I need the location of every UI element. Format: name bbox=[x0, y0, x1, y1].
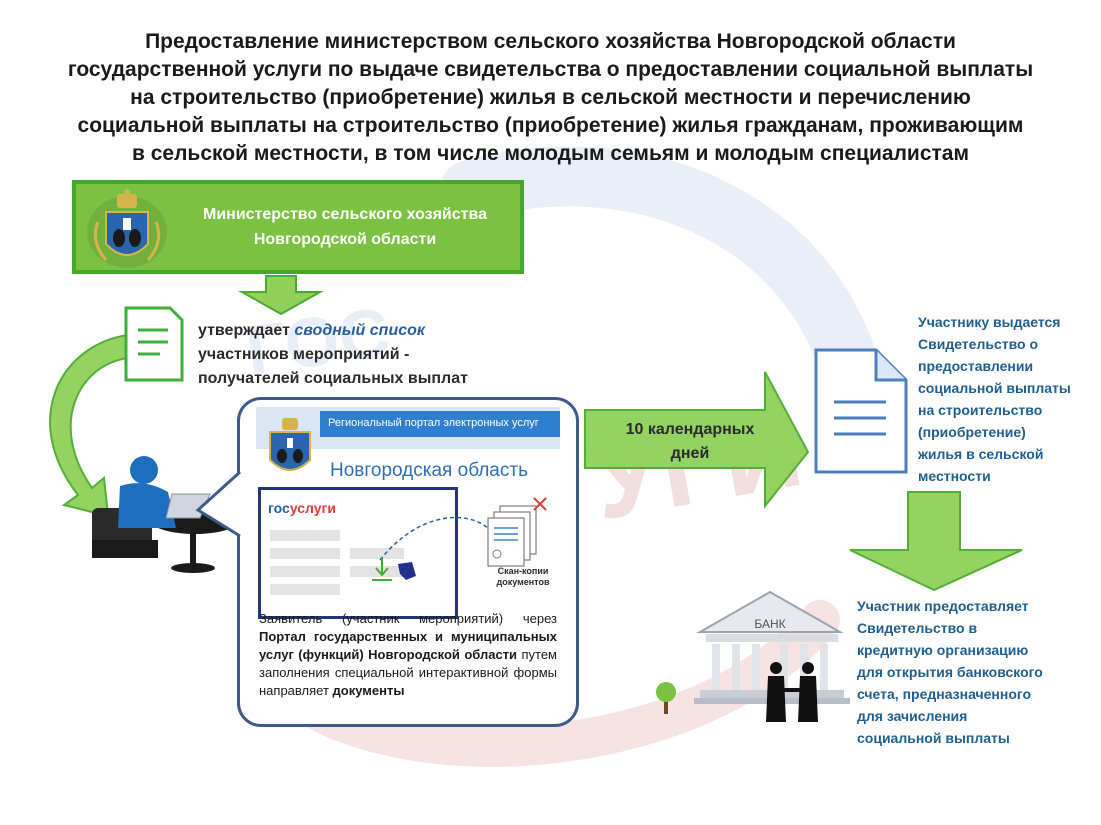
curved-arrow-icon bbox=[49, 333, 129, 518]
title-line: государственной услуги по выдаче свидете… bbox=[67, 58, 1034, 81]
dashed-path bbox=[379, 516, 491, 561]
bank-line: для зачисления bbox=[857, 708, 968, 724]
title-line: Предоставление министерством сельского х… bbox=[145, 30, 956, 53]
issued-line: Свидетельство о bbox=[918, 336, 1039, 352]
bank-line: для открытия банковского bbox=[857, 664, 1043, 680]
bank-line: социальной выплаты bbox=[857, 730, 1010, 746]
gosuslugi-logo: госуслуги bbox=[268, 500, 336, 516]
issued-line: жилья в сельской bbox=[918, 446, 1044, 462]
title-line: в сельской местности, в том числе молоды… bbox=[131, 142, 970, 165]
bank-line: Участник предоставляет bbox=[857, 598, 1029, 614]
approve-line3: получателей социальных выплат bbox=[198, 370, 468, 387]
ministry-name: Министерство сельского хозяйства Новгоро… bbox=[170, 202, 520, 252]
bank-label: БАНК bbox=[754, 617, 785, 631]
arrow-down-right-icon bbox=[849, 491, 1023, 592]
days-line2: дней bbox=[670, 445, 710, 462]
scan-documents-icon bbox=[487, 505, 537, 567]
ministry-line1: Министерство сельского хозяйства bbox=[202, 206, 488, 223]
applicant-text-2: путем заполнения специальной интерактивн… bbox=[259, 647, 557, 698]
applicant-description: Заявитель (участник мероприятий) через П… bbox=[259, 610, 557, 700]
certificate-document-icon bbox=[814, 348, 908, 474]
form-bar bbox=[350, 548, 404, 559]
arrow-down-icon bbox=[238, 275, 324, 316]
bank-line: кредитную организацию bbox=[857, 642, 1029, 658]
form-bar bbox=[270, 530, 340, 541]
logo-part-uslugi: услуги bbox=[289, 500, 336, 516]
document-green-icon bbox=[124, 306, 184, 382]
handshake-people-icon bbox=[766, 662, 818, 722]
approve-highlight: сводный список bbox=[294, 322, 425, 339]
form-bar bbox=[350, 566, 404, 577]
speech-pointer bbox=[195, 470, 242, 538]
issued-line: (приобретение) bbox=[918, 424, 1026, 440]
scan-copies-caption: Скан-копии документов bbox=[496, 566, 550, 587]
days-label: 10 календарных дней bbox=[590, 418, 790, 466]
arrow-right-icon bbox=[584, 371, 810, 509]
cursor-hand-icon bbox=[398, 562, 416, 580]
applicant-text-1: Заявитель (участник мероприятий) через bbox=[259, 611, 557, 626]
download-icon bbox=[372, 558, 392, 581]
ministry-line2: Новгородской области bbox=[253, 231, 437, 248]
upload-graphics bbox=[372, 497, 547, 581]
form-bar bbox=[270, 566, 340, 577]
approve-list-text: утверждает сводный список участников мер… bbox=[198, 319, 508, 391]
user-at-computer-icon bbox=[92, 456, 240, 573]
bank-line: счета, предназначенного bbox=[857, 686, 1032, 702]
applicant-bold-2: документы bbox=[332, 683, 405, 698]
form-bar bbox=[270, 548, 340, 559]
portal-coat-of-arms-icon bbox=[269, 418, 311, 471]
form-bar bbox=[270, 584, 340, 595]
applicant-bold-1: Портал государственных и муниципальных у… bbox=[259, 629, 557, 662]
issued-line: Участнику выдается bbox=[918, 314, 1061, 330]
bank-line: Свидетельство в bbox=[857, 620, 978, 636]
logo-part-gos: гос bbox=[268, 500, 290, 516]
issued-line: предоставлении bbox=[918, 358, 1034, 374]
bank-step-text: Участник предоставляет Свидетельство в к… bbox=[857, 595, 1087, 749]
portal-header-label: Региональный портал электронных услуг bbox=[328, 417, 539, 429]
portal-region-name: Новгородская область bbox=[330, 460, 528, 481]
title-line: на строительство (приобретение) жилья в … bbox=[130, 86, 971, 109]
close-icon bbox=[533, 497, 547, 511]
issued-line: социальной выплаты bbox=[918, 380, 1071, 396]
approve-line2: участников мероприятий - bbox=[198, 346, 410, 363]
certificate-issued-text: Участнику выдается Свидетельство о предо… bbox=[918, 311, 1088, 487]
days-line1: 10 календарных bbox=[625, 421, 755, 438]
issued-line: на строительство bbox=[918, 402, 1043, 418]
portal-header-strip bbox=[320, 411, 560, 437]
coat-of-arms-icon bbox=[87, 189, 167, 268]
approve-prefix: утверждает bbox=[198, 322, 295, 339]
tree-icon bbox=[656, 682, 676, 714]
issued-line: местности bbox=[918, 468, 991, 484]
title-line: социальной выплаты на строительство (при… bbox=[77, 114, 1024, 137]
page-title: Предоставление министерством сельского х… bbox=[20, 28, 1081, 168]
